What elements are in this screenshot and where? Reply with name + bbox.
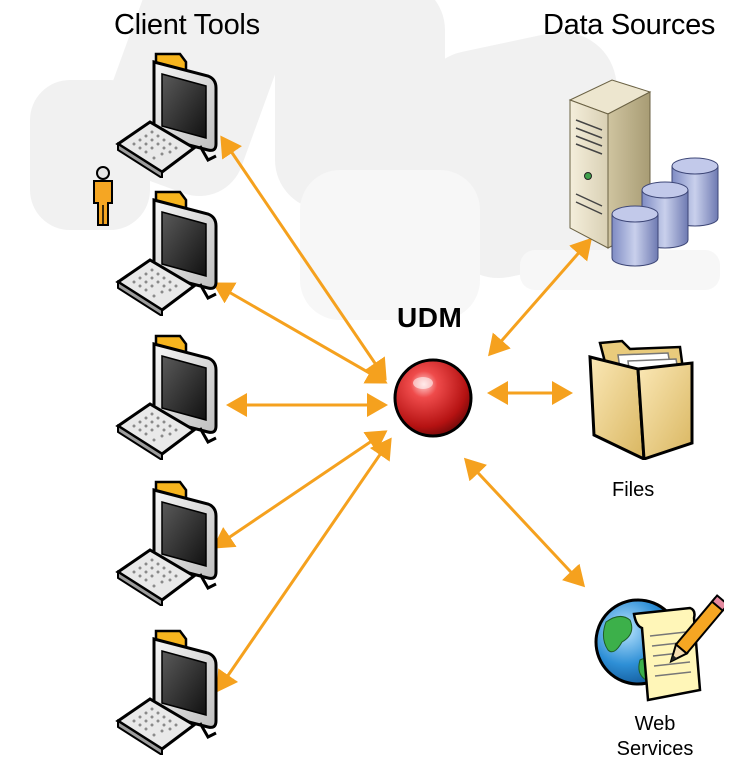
- client-computer-icon: [116, 190, 218, 316]
- file-folder-icon: [588, 339, 694, 460]
- arrow-server: [488, 237, 592, 357]
- arrow-client-2: [212, 282, 388, 384]
- client-computer-icon: [116, 334, 218, 460]
- web-services-label-line1: Web: [634, 713, 676, 735]
- client-computer-icon: [116, 52, 218, 178]
- arrow-client-4: [212, 430, 388, 549]
- server-with-databases-icon: [568, 79, 719, 267]
- client-computer-icon: [116, 629, 218, 755]
- arrow-client-1: [220, 135, 387, 381]
- arrow-client-5: [216, 437, 392, 693]
- udm-label: UDM: [397, 302, 463, 333]
- files-label: Files: [612, 479, 655, 501]
- udm-hub-sphere-icon: [393, 358, 473, 438]
- web-services-label: Web Services: [610, 712, 700, 762]
- client-computer-icon: [116, 480, 218, 606]
- globe-with-document-and-pencil-icon: [594, 594, 724, 702]
- user-person-icon: [93, 166, 113, 226]
- arrow-web-services: [463, 457, 586, 588]
- data-sources-title: Data Sources: [543, 9, 716, 41]
- web-services-label-line2: Services: [616, 738, 694, 760]
- client-tools-title: Client Tools: [114, 9, 260, 41]
